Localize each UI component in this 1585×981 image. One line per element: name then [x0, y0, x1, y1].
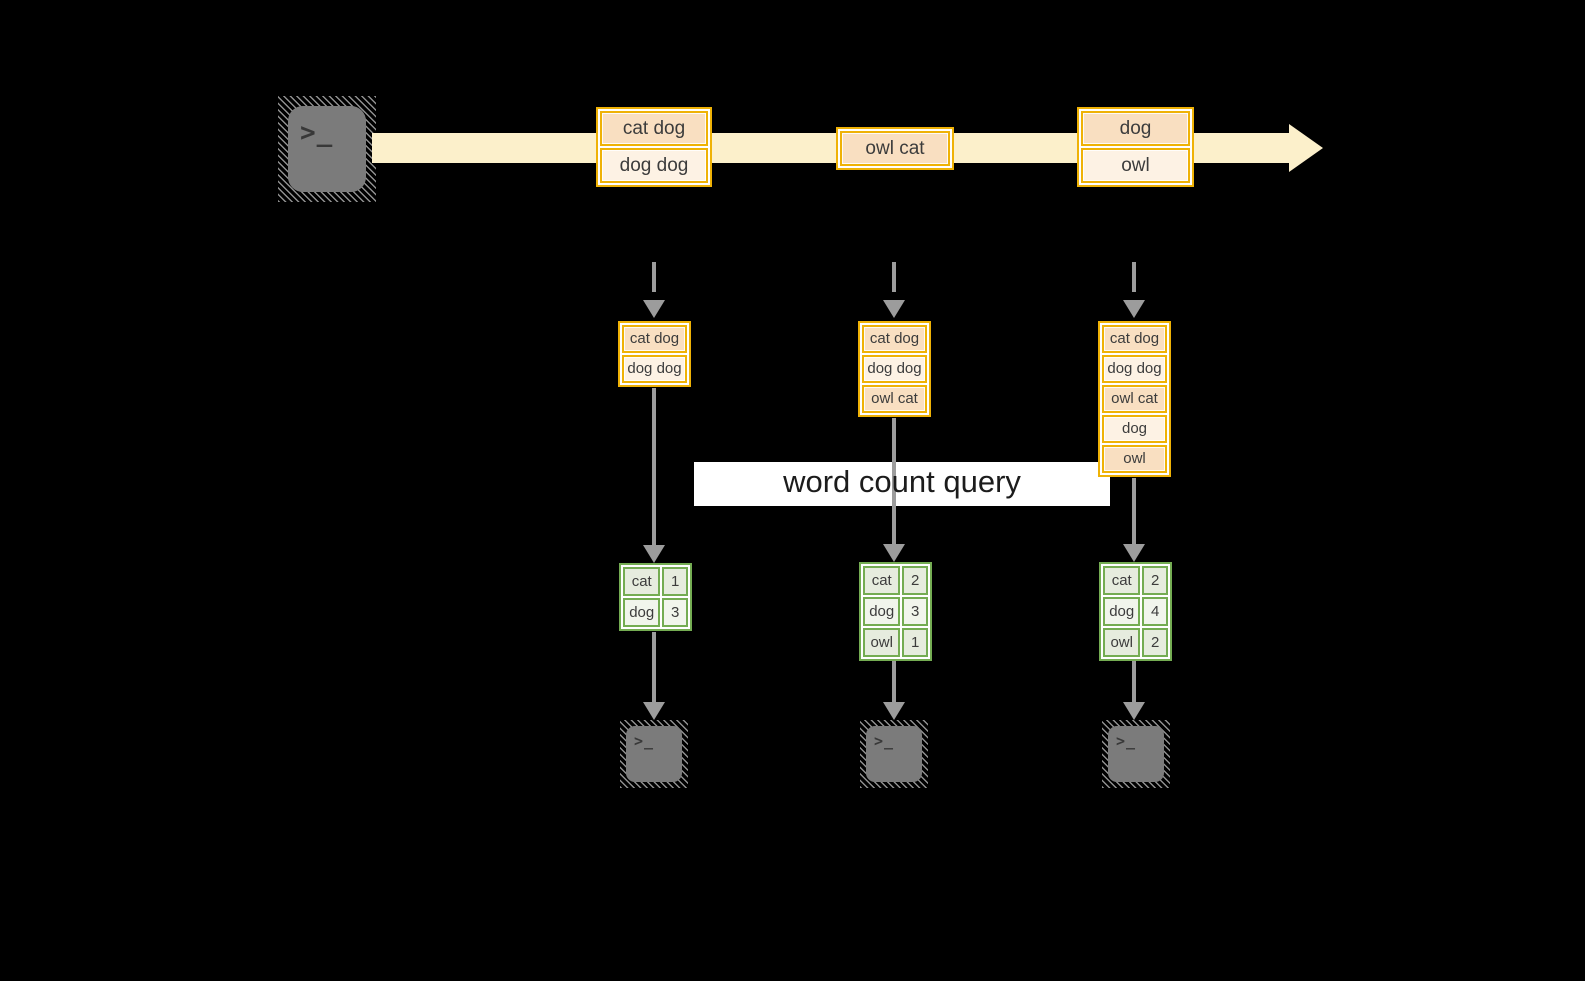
output-arrow-1 — [643, 632, 665, 720]
record-row: dog dog — [600, 148, 708, 183]
terminal-screen: >_ — [1108, 726, 1164, 782]
trigger-arrow-2 — [883, 262, 905, 318]
trigger-arrow-1 — [643, 262, 665, 318]
record-row: cat dog — [1102, 325, 1167, 353]
output-terminal-icon-2: >_ — [860, 720, 928, 788]
count-cell: 3 — [662, 598, 688, 627]
arrowhead-icon — [643, 702, 665, 720]
record-row: dog — [1081, 111, 1190, 146]
terminal-prompt-icon: >_ — [634, 732, 655, 750]
count-cell: 1 — [662, 567, 688, 596]
record-row: owl — [1102, 445, 1167, 473]
query-arrow-2 — [883, 418, 905, 562]
arrowhead-icon — [883, 702, 905, 720]
record-row: owl — [1081, 148, 1190, 183]
arrowhead-icon — [1123, 702, 1145, 720]
query-banner-label: word count query — [783, 464, 1021, 499]
arrow-shaft — [652, 388, 656, 547]
stream-batch-2: owl cat — [836, 127, 954, 170]
table-row: cat 1 — [622, 566, 689, 597]
word-cell: dog — [623, 598, 661, 627]
count-cell: 2 — [1142, 566, 1168, 595]
terminal-screen: >_ — [866, 726, 922, 782]
word-cell: dog — [863, 597, 901, 626]
count-cell: 2 — [1142, 628, 1168, 657]
arrow-shaft — [652, 632, 656, 704]
stream-timeline-arrowhead-icon — [1289, 124, 1323, 172]
terminal-screen: >_ — [626, 726, 682, 782]
terminal-screen: >_ — [288, 106, 366, 192]
micro-batch-stack-1: cat dog dog dog — [618, 321, 691, 387]
word-cell: owl — [863, 628, 901, 657]
arrowhead-icon — [883, 544, 905, 562]
output-arrow-2 — [883, 661, 905, 720]
arrowhead-icon — [1123, 544, 1145, 562]
record-row: dog — [1102, 415, 1167, 443]
output-terminal-icon-1: >_ — [620, 720, 688, 788]
record-row: dog dog — [622, 355, 687, 383]
record-row: owl cat — [1102, 385, 1167, 413]
arrow-shaft — [1132, 661, 1136, 704]
output-arrow-3 — [1123, 661, 1145, 720]
query-arrow-3 — [1123, 478, 1145, 562]
arrow-shaft — [892, 661, 896, 704]
record-row: owl cat — [840, 131, 950, 166]
record-row: cat dog — [622, 325, 687, 353]
arrowhead-icon — [883, 300, 905, 318]
table-row: cat 2 — [1102, 565, 1169, 596]
result-table-1: cat 1 dog 3 — [619, 563, 692, 631]
stream-batch-3: dog owl — [1077, 107, 1194, 187]
result-table-3: cat 2 dog 4 owl 2 — [1099, 562, 1172, 661]
count-cell: 2 — [902, 566, 928, 595]
trigger-arrow-3 — [1123, 262, 1145, 318]
terminal-prompt-icon: >_ — [874, 732, 895, 750]
table-row: dog 3 — [862, 596, 929, 627]
table-row: cat 2 — [862, 565, 929, 596]
word-cell: owl — [1103, 628, 1141, 657]
query-arrow-1 — [643, 388, 665, 563]
table-row: dog 4 — [1102, 596, 1169, 627]
record-row: dog dog — [1102, 355, 1167, 383]
input-terminal-icon: >_ — [278, 96, 376, 202]
record-row: dog dog — [862, 355, 927, 383]
arrow-shaft — [1132, 478, 1136, 546]
record-row: owl cat — [862, 385, 927, 413]
arrow-shaft — [1132, 262, 1136, 292]
arrowhead-icon — [643, 545, 665, 563]
result-table-2: cat 2 dog 3 owl 1 — [859, 562, 932, 661]
count-cell: 1 — [902, 628, 928, 657]
table-row: owl 1 — [862, 627, 929, 658]
record-row: cat dog — [862, 325, 927, 353]
arrow-shaft — [652, 262, 656, 292]
micro-batch-stack-3: cat dog dog dog owl cat dog owl — [1098, 321, 1171, 477]
stream-batch-1: cat dog dog dog — [596, 107, 712, 187]
count-cell: 3 — [902, 597, 928, 626]
word-cell: cat — [863, 566, 901, 595]
table-row: owl 2 — [1102, 627, 1169, 658]
arrow-shaft — [892, 418, 896, 546]
table-row: dog 3 — [622, 597, 689, 628]
arrowhead-icon — [1123, 300, 1145, 318]
output-terminal-icon-3: >_ — [1102, 720, 1170, 788]
word-cell: cat — [1103, 566, 1141, 595]
terminal-prompt-icon: >_ — [300, 118, 334, 148]
micro-batch-stack-2: cat dog dog dog owl cat — [858, 321, 931, 417]
terminal-prompt-icon: >_ — [1116, 732, 1137, 750]
record-row: cat dog — [600, 111, 708, 146]
arrow-shaft — [892, 262, 896, 292]
word-cell: dog — [1103, 597, 1141, 626]
query-banner-background — [694, 462, 1110, 506]
arrowhead-icon — [643, 300, 665, 318]
word-cell: cat — [623, 567, 661, 596]
count-cell: 4 — [1142, 597, 1168, 626]
